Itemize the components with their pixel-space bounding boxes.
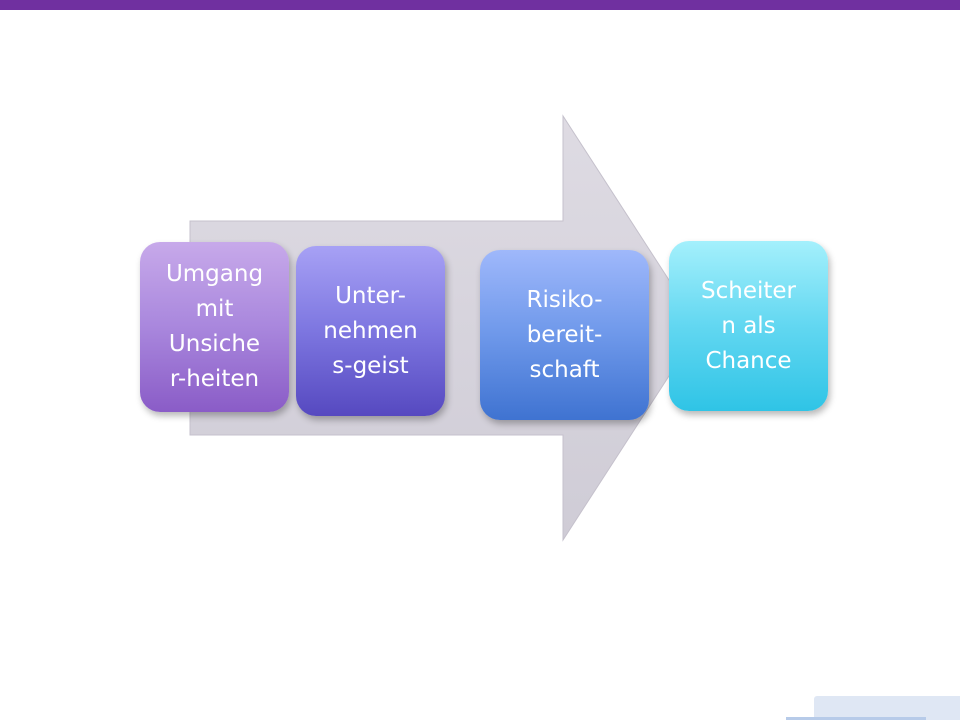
step-3-label: Risiko- bereit- schaft (526, 286, 603, 383)
corner-line-decoration (786, 717, 926, 720)
step-3-box: Risiko- bereit- schaft (480, 250, 649, 420)
step-4-box: Scheiter n als Chance (669, 241, 828, 411)
step-1-label: Umgang mit Unsiche r-heiten (165, 261, 264, 392)
step-2-box: Unter- nehmen s-geist (296, 246, 445, 416)
step-1-box: Umgang mit Unsiche r-heiten (140, 242, 289, 412)
top-accent-bar (0, 0, 960, 10)
step-4-label: Scheiter n als Chance (701, 277, 796, 374)
step-2-label: Unter- nehmen s-geist (323, 282, 418, 379)
process-arrow-shape (189, 114, 701, 542)
corner-decoration (814, 696, 960, 720)
